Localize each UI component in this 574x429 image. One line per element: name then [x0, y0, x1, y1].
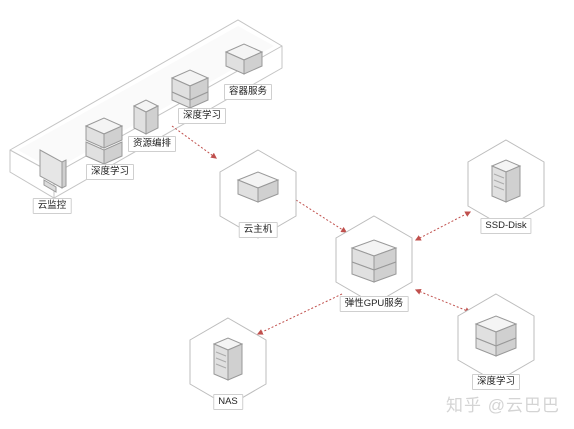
link-gpu-ssd: [414, 211, 472, 241]
label-nas: NAS: [213, 394, 243, 410]
server-icon: [350, 239, 398, 283]
server-icon: [132, 99, 160, 135]
label-deep-learning-left: 深度学习: [85, 164, 135, 180]
server-icon: [84, 117, 124, 165]
label-elastic-gpu: 弹性GPU服务: [339, 296, 409, 312]
watermark: 知乎 @云巴巴: [446, 396, 560, 415]
link-orchestration-cloudhost: [171, 125, 217, 159]
server-icon: [474, 315, 518, 357]
server-icon: [224, 43, 264, 75]
label-ssd-disk: SSD-Disk: [480, 218, 532, 234]
server-icon: [236, 171, 280, 203]
label-deep-learning-top: 深度学习: [177, 108, 227, 124]
label-cloud-monitor: 云监控: [32, 198, 72, 214]
label-container-service: 容器服务: [223, 84, 273, 100]
storage-tower-icon: [490, 159, 522, 203]
link-gpu-dlright: [414, 289, 472, 313]
server-icon: [170, 69, 210, 109]
label-resource-orchestration: 资源编排: [127, 136, 177, 152]
connections: [171, 125, 472, 335]
label-deep-learning-right: 深度学习: [471, 374, 521, 390]
link-cloudhost-gpu: [295, 199, 348, 233]
label-cloud-host: 云主机: [238, 222, 278, 238]
link-gpu-nas: [256, 293, 343, 335]
storage-tower-icon: [212, 337, 244, 381]
monitor-icon: [39, 149, 67, 193]
